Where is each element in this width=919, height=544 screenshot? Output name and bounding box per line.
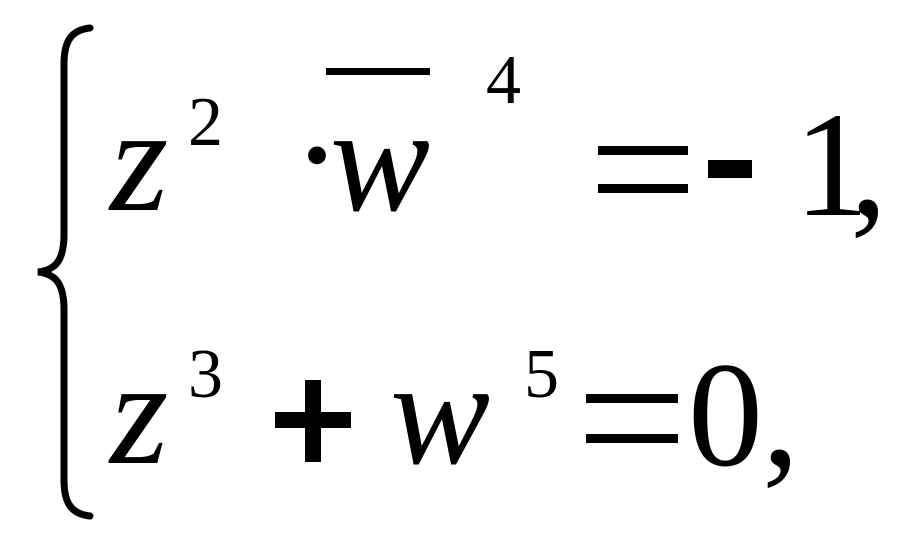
eq1-conjugate-bar xyxy=(326,68,430,75)
eq1-equals-bottom xyxy=(598,184,688,193)
eq2-equals-top xyxy=(586,394,678,403)
eq1-w-exponent: 4 xyxy=(486,42,521,119)
eq1-comma: , xyxy=(850,82,888,248)
eq1-z-exponent: 2 xyxy=(188,84,223,161)
eq2-equals-bottom xyxy=(586,434,678,443)
eq1-minus-sign xyxy=(708,160,752,178)
eq1-rhs-number: 1 xyxy=(794,82,869,248)
eq1-dot-operator: · xyxy=(292,72,342,238)
left-brace xyxy=(37,24,94,520)
eq2-plus-vertical xyxy=(305,380,321,462)
eq2-z: z xyxy=(110,330,169,496)
eq1-w: w xyxy=(330,77,431,243)
eq2-w: w xyxy=(390,330,491,496)
eq1-equals-top xyxy=(598,146,688,155)
eq1-z: z xyxy=(110,77,169,243)
eq2-z-exponent: 3 xyxy=(188,336,223,413)
eq2-rhs-number: 0 xyxy=(688,332,763,498)
eq2-comma: , xyxy=(762,332,800,498)
eq2-w-exponent: 5 xyxy=(524,336,559,413)
